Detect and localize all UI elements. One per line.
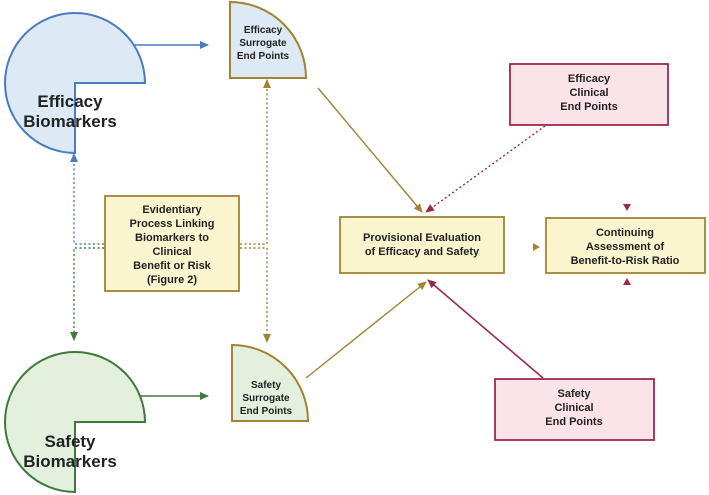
- arrow-evidentiary-to-safety-biomarkers: [70, 247, 104, 341]
- safety-clinical-line-1: Safety: [557, 388, 591, 400]
- safety-surrogate-line-1: Safety: [251, 380, 281, 391]
- arrow-eff-surrogate-to-provisional: [317, 87, 423, 213]
- node-continuing-assessment: Continuing Assessment of Benefit-to-Risk…: [545, 217, 706, 274]
- safety-biomarkers-line-2: Biomarkers: [23, 452, 117, 471]
- node-efficacy-surrogate: Efficacy Surrogate End Points: [229, 0, 308, 79]
- efficacy-clinical-box: [509, 63, 669, 126]
- node-efficacy-clinical: Efficacy Clinical End Points: [509, 63, 669, 126]
- node-safety-clinical: Safety Clinical End Points: [494, 378, 655, 441]
- arrow-evidentiary-to-eff-biomarkers: [70, 153, 104, 245]
- safety-biomarkers-line-1: Safety: [44, 432, 96, 451]
- efficacy-surrogate-line-2: Surrogate: [239, 38, 287, 49]
- efficacy-surrogate-shape: [229, 0, 308, 79]
- safety-surrogate-shape: [231, 343, 310, 422]
- efficacy-surrogate-line-3: End Points: [237, 51, 290, 62]
- arrow-evidentiary-to-eff-surrogate: [240, 79, 271, 245]
- continuing-line-2: Assessment of: [586, 241, 665, 253]
- evidentiary-line-5: Benefit or Risk: [133, 260, 212, 272]
- arrow-safety-surrogate-to-provisional: [305, 281, 427, 379]
- efficacy-surrogate-line-1: Efficacy: [244, 25, 283, 36]
- provisional-evaluation-box: [339, 216, 505, 274]
- safety-surrogate-line-2: Surrogate: [242, 393, 290, 404]
- continuing-line-1: Continuing: [596, 227, 654, 239]
- safety-clinical-box: [494, 378, 655, 441]
- evidentiary-line-4: Clinical: [152, 246, 191, 258]
- node-provisional-evaluation: Provisional Evaluation of Efficacy and S…: [339, 216, 505, 274]
- safety-surrogate-line-3: End Points: [240, 406, 293, 417]
- evidentiary-line-2: Process Linking: [130, 218, 215, 230]
- efficacy-biomarkers-line-2: Biomarkers: [23, 112, 117, 131]
- efficacy-biomarkers-shape: [4, 12, 147, 155]
- safety-biomarkers-shape: [4, 351, 147, 494]
- safety-clinical-line-3: End Points: [545, 416, 602, 428]
- provisional-line-2: of Efficacy and Safety: [365, 246, 480, 258]
- evidentiary-line-1: Evidentiary: [142, 204, 202, 216]
- arrow-evidentiary-to-safety-surrogate: [240, 247, 271, 343]
- evidentiary-process-box: [104, 195, 240, 292]
- node-evidentiary-process: Evidentiary Process Linking Biomarkers t…: [104, 195, 240, 292]
- node-safety-biomarkers: Safety Biomarkers: [4, 351, 147, 494]
- continuing-assessment-box: [545, 217, 706, 274]
- efficacy-clinical-line-1: Efficacy: [568, 73, 611, 85]
- arrow-eff-clinical-to-provisional: [425, 125, 546, 213]
- continuing-line-3: Benefit-to-Risk Ratio: [571, 255, 680, 267]
- node-safety-surrogate: Safety Surrogate End Points: [231, 343, 310, 422]
- arrow-safety-clinical-to-provisional: [427, 279, 544, 379]
- evidentiary-line-6: (Figure 2): [147, 274, 197, 286]
- efficacy-biomarkers-line-1: Efficacy: [37, 92, 103, 111]
- node-efficacy-biomarkers: Efficacy Biomarkers: [4, 12, 147, 155]
- efficacy-clinical-line-2: Clinical: [569, 87, 608, 99]
- provisional-line-1: Provisional Evaluation: [363, 232, 481, 244]
- efficacy-clinical-line-3: End Points: [560, 101, 617, 113]
- safety-clinical-line-2: Clinical: [554, 402, 593, 414]
- evidentiary-line-3: Biomarkers to: [135, 232, 209, 244]
